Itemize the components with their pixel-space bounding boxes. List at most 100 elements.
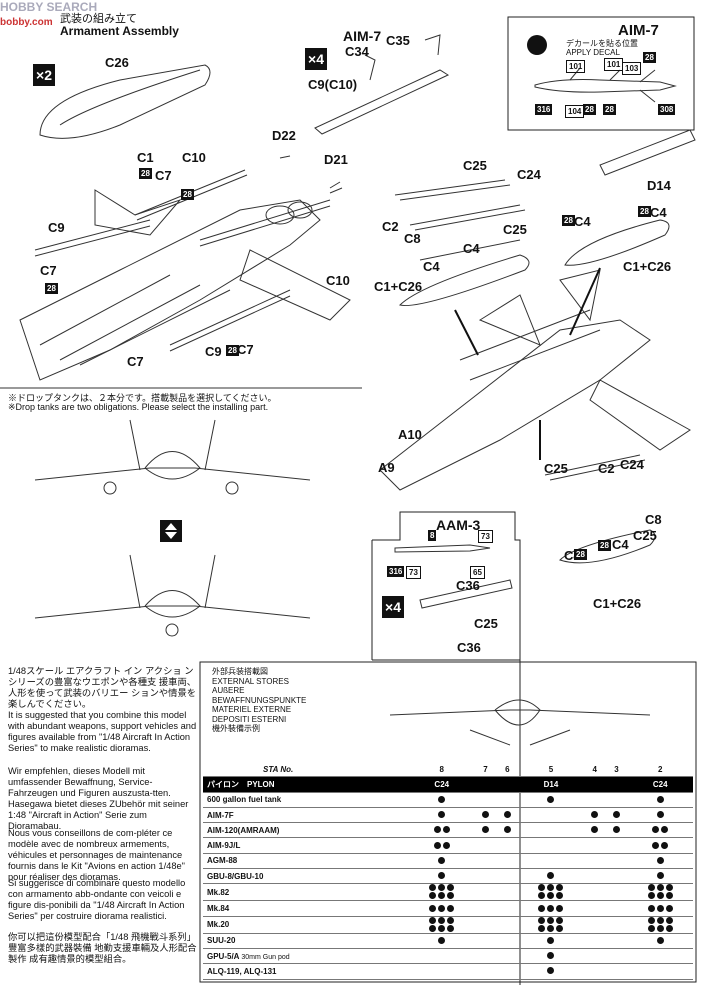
store-dot	[656, 856, 664, 864]
store-cell	[605, 837, 628, 854]
part-c26: C26	[105, 55, 129, 70]
aim7-decal-jp: デカールを貼る位置	[566, 39, 638, 48]
store-dot	[556, 884, 564, 892]
store-name: Mk.82	[203, 883, 409, 902]
store-cell	[474, 900, 497, 917]
store-dot	[429, 916, 437, 924]
aim7-decal-en: APPLY DECAL	[566, 48, 620, 57]
store-cell	[409, 792, 475, 808]
part-c9-c10: C9(C10)	[308, 77, 358, 92]
side-text-jp: 1/48スケール エアクラフト イン アクショ ン シリーズの豊富なウエポンや各…	[8, 666, 197, 709]
store-dot	[547, 916, 555, 924]
note-jp: ※ドロップタンクは、２本分です。搭載製品を選択してください。	[8, 393, 277, 403]
store-dot	[429, 904, 437, 912]
store-dot	[429, 884, 437, 892]
decal-num: 73	[478, 530, 493, 543]
store-name: AIM-120(AMRAAM)	[203, 822, 409, 839]
fuselage-underside	[19, 189, 351, 381]
store-cell	[627, 792, 693, 808]
aam3-title: AAM-3	[436, 517, 481, 533]
stores-row: GPU-5/A 30mm Gun pod	[203, 948, 693, 965]
decal-num: 316	[387, 566, 405, 577]
store-dot	[656, 924, 664, 932]
part-c24b: C24	[620, 457, 644, 472]
store-dot	[447, 904, 455, 912]
store-dot	[433, 841, 441, 849]
part-c10a: C10	[182, 150, 206, 165]
part-c36b: C36	[457, 640, 481, 655]
store-dot	[647, 916, 655, 924]
store-dot	[438, 904, 446, 912]
store-dot	[656, 872, 664, 880]
part-c25e: C25	[474, 616, 498, 631]
part-c7a: C7	[155, 168, 172, 183]
store-dot	[447, 924, 455, 932]
store-cell	[627, 853, 693, 870]
store-cell	[474, 963, 497, 980]
store-dot	[429, 924, 437, 932]
store-cell	[474, 853, 497, 870]
pylon-value	[496, 776, 519, 793]
x4-badge-top: ×4	[305, 48, 327, 70]
store-cell	[474, 822, 497, 839]
side-text-de: Wir empfehlen, dieses Modell mit umfasse…	[8, 766, 189, 831]
store-cell	[583, 853, 606, 870]
part-d22: D22	[272, 128, 296, 143]
part-c2b: C2	[598, 461, 615, 476]
store-cell	[605, 868, 628, 885]
part-c8b: C8	[645, 512, 662, 527]
part-c10b: C10	[326, 273, 350, 288]
store-dot	[613, 811, 621, 819]
station-number: 3	[605, 762, 628, 778]
store-cell	[518, 883, 584, 902]
side-text-en: It is suggested that you combine this mo…	[8, 710, 197, 753]
store-cell	[409, 868, 475, 885]
store-cell	[605, 822, 628, 839]
store-dot	[503, 811, 511, 819]
store-dot	[447, 916, 455, 924]
store-dot	[438, 924, 446, 932]
store-subname: 30mm Gun pod	[239, 953, 290, 961]
part-c34: C34	[345, 44, 369, 59]
part-c25a: C25	[463, 158, 487, 173]
stores-titles: 外部兵装搭載図 EXTERNAL STORES AUßERE BEWAFFNUN…	[212, 667, 307, 733]
side-text-fr: Nous vous conseillons de com-pléter ce m…	[8, 828, 185, 882]
store-cell	[518, 916, 584, 934]
store-cell	[496, 837, 519, 854]
store-cell	[496, 933, 519, 949]
store-dot	[547, 924, 555, 932]
store-cell	[496, 900, 519, 917]
x4-badge-aam: ×4	[382, 596, 404, 618]
stores-row: AGM-88	[203, 853, 693, 870]
store-dot	[656, 884, 664, 892]
station-number: 6	[496, 762, 519, 778]
store-cell	[583, 792, 606, 808]
part-c8a: C8	[404, 231, 421, 246]
side-text-zh: 你可以把這份模型配合「1/48 飛機戰斗系列」豐富多樣的武器裝備 地勤支援車輛及…	[8, 932, 197, 964]
pylon-value: D14	[518, 776, 584, 793]
store-cell	[583, 916, 606, 934]
store-cell	[627, 963, 693, 980]
store-dot	[538, 916, 546, 924]
store-cell	[627, 837, 693, 854]
decal-num: 65	[470, 566, 485, 579]
store-cell	[496, 916, 519, 934]
store-dot	[547, 904, 555, 912]
store-cell	[518, 963, 584, 980]
store-dot	[652, 841, 660, 849]
store-cell	[496, 807, 519, 824]
store-dot	[656, 904, 664, 912]
store-cell	[605, 900, 628, 917]
store-name: GBU-8/GBU-10	[203, 868, 409, 885]
store-dot	[442, 841, 450, 849]
store-dot	[538, 904, 546, 912]
store-dot	[538, 892, 546, 900]
store-dot	[591, 811, 599, 819]
note-en: ※Drop tanks are two obligations. Please …	[8, 402, 269, 412]
part-a10: A10	[398, 427, 422, 442]
part-c4e: C4	[612, 537, 629, 552]
store-cell	[474, 916, 497, 934]
part-c36a: C36	[456, 578, 480, 593]
store-cell	[583, 837, 606, 854]
